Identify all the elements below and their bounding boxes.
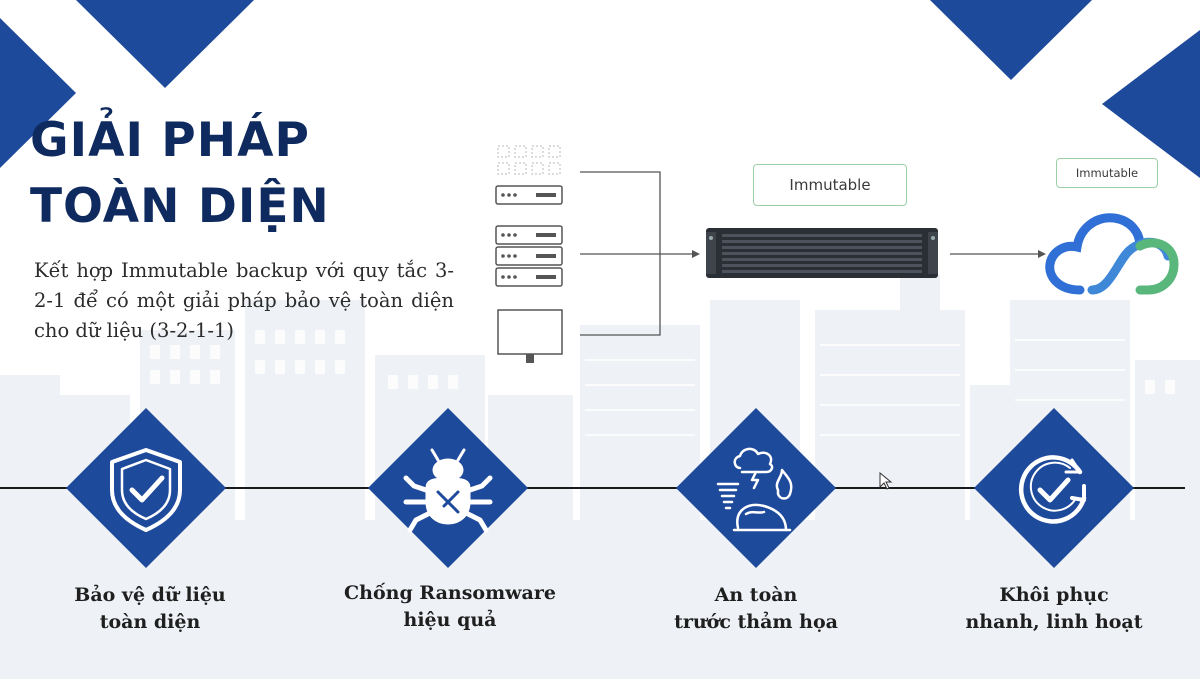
feature-caption-line: Chống Ransomware (344, 582, 556, 604)
feature-caption-line: toàn diện (99, 611, 201, 633)
description-text: Kết hợp Immutable backup với quy tắc 3-2… (34, 259, 454, 342)
feature-diamond-disaster (676, 408, 836, 568)
feature-diamond-protection (66, 408, 226, 568)
page-title-line-2: TOÀN DIỆN (30, 179, 330, 234)
feature-caption-line: Khôi phục (999, 584, 1109, 606)
data-blocks-icon (497, 145, 561, 175)
disaster-icon (716, 447, 793, 532)
arrow-head-right (692, 250, 700, 258)
feature-caption-recovery: Khôi phục nhanh, linh hoạt (924, 582, 1184, 636)
server-stack-icon (495, 225, 563, 287)
corner-diamonds-decoration (0, 0, 1200, 178)
feature-diamond-ransomware (368, 408, 528, 568)
server-icon (495, 185, 563, 205)
feature-caption-line: An toàn (714, 584, 798, 606)
recovery-check-icon (1018, 455, 1087, 524)
storage-appliance-icon (706, 228, 938, 278)
backup-architecture-diagram (495, 145, 1179, 363)
cloud-icon (1045, 213, 1179, 295)
page-title-line-1: GIẢI PHÁP (30, 113, 310, 168)
monitor-icon (497, 309, 563, 363)
shield-check-icon (110, 448, 182, 532)
feature-caption-line: nhanh, linh hoạt (965, 611, 1143, 633)
feature-caption-line: hiệu quả (403, 609, 497, 631)
feature-caption-line: trước thảm họa (674, 611, 838, 633)
bug-icon (403, 448, 493, 533)
page-title: GIẢI PHÁP TOÀN DIỆN (30, 108, 330, 240)
immutable-storage-tag: Immutable (753, 164, 907, 206)
feature-caption-protection: Bảo vệ dữ liệu toàn diện (20, 582, 280, 636)
mouse-cursor-icon (879, 472, 893, 490)
feature-caption-line: Bảo vệ dữ liệu (74, 584, 226, 606)
feature-caption-disaster: An toàn trước thảm họa (626, 582, 886, 636)
immutable-cloud-tag: Immutable (1056, 158, 1158, 188)
feature-caption-ransomware: Chống Ransomware hiệu quả (320, 580, 580, 634)
connector-lines (580, 171, 1038, 336)
feature-diamond-recovery (974, 408, 1134, 568)
arrow-head-right (1038, 250, 1046, 258)
